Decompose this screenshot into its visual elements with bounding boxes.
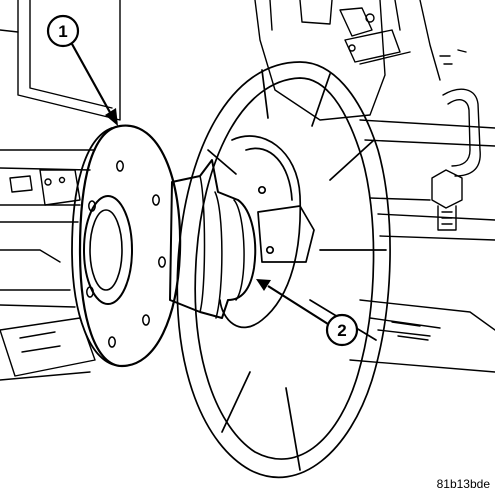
- chassis-background: [0, 0, 495, 381]
- drawing-id: 81b13bde: [437, 477, 491, 491]
- callout-1-label: 1: [58, 22, 67, 41]
- hub-bearing-assembly: [71, 124, 257, 368]
- callout-1-leader-line: [71, 43, 113, 117]
- dust-shield: [176, 61, 391, 479]
- callout-2-arrowhead: [256, 279, 271, 291]
- callout-2: 2: [256, 279, 359, 347]
- callout-1-circle: [46, 14, 80, 48]
- callout-2-label: 2: [337, 321, 346, 340]
- callout-1-arrowhead: [105, 108, 118, 126]
- callout-2-circle: [325, 313, 359, 347]
- callout-2-leader-line: [267, 285, 329, 325]
- callout-1: 1: [46, 14, 118, 126]
